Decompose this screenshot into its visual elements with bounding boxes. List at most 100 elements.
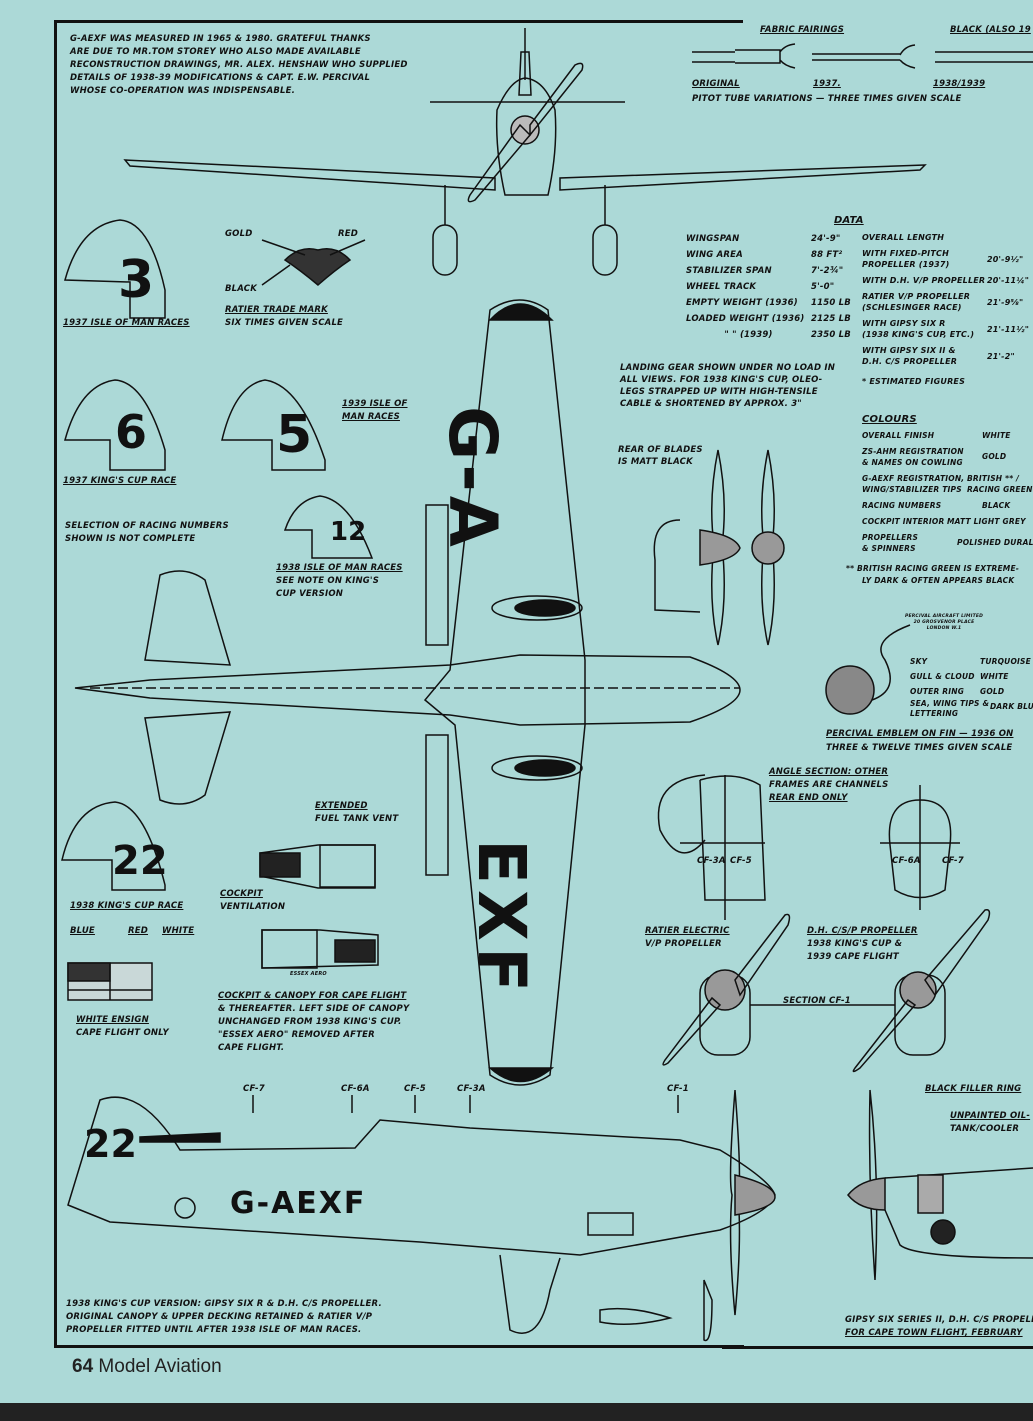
frame-label-cf7: CF-7 [942,856,964,866]
colour-label: COCKPIT INTERIOR [862,517,945,526]
caption-line: "ESSEX AERO" REMOVED AFTER [218,1030,375,1040]
colour-label: G-AEXF REGISTRATION, [862,474,965,483]
canopy-caption: COCKPIT & CANOPY FOR CAPE FLIGHT & THERE… [218,990,409,1055]
colour-value: BLACK [982,501,1011,510]
trademark-gold: GOLD [225,229,253,239]
caption-line: THREE & TWELVE TIMES GIVEN SCALE [826,743,1013,753]
colour-value: WHITE [982,431,1011,440]
length-title: OVERALL LENGTH [862,233,945,242]
page-footer: 64 Model Aviation [72,1356,222,1378]
caption-line: SEE NOTE ON KING'S [276,576,380,586]
blades-note: REAR OF BLADES IS MATT BLACK [618,444,703,468]
label-line: RATIER ELECTRIC [645,926,730,936]
intro-line: DETAILS OF 1938-39 MODIFICATIONS & CAPT.… [70,73,371,83]
data-label: (1938 KING'S CUP, ETC.) [862,330,975,339]
address-line: 20 GROSVENOR PLACE [913,620,975,625]
kings-cup-note: 1938 KING'S CUP VERSION: GIPSY SIX R & D… [66,1298,382,1337]
label-line: v/p PROPELLER [645,939,722,949]
note-line: ORIGINAL CANOPY & UPPER DECKING RETAINED… [66,1312,373,1322]
pitot-1938: 1938/1939 [933,79,986,89]
note-line: CABLE & SHORTENED BY APPROX. 3" [620,399,802,409]
colour-label: PROPELLERS [862,533,919,542]
station-cf5: CF-5 [404,1084,426,1094]
flag-blue-label: BLUE [70,926,95,936]
colour-label: WING/STABILIZER TIPS [862,485,962,494]
note-line: FRAMES ARE CHANNELS [769,780,889,790]
colour-value: MATT LIGHT GREY [947,517,1026,526]
pitot-caption: PITOT TUBE VARIATIONS — THREE TIMES GIVE… [692,94,962,104]
intro-line: RECONSTRUCTION DRAWINGS, MR. ALEX. HENSH… [70,60,408,70]
fin-caption-12: 1938 ISLE OF MAN RACES SEE NOTE ON KING'… [276,562,403,601]
data-value: 7'-2¾" [811,266,844,276]
data-label: WINGSPAN [686,234,740,244]
note-line: 1938 KING'S CUP VERSION: GIPSY SIX R & D… [66,1299,382,1309]
data-row: EMPTY WEIGHT (1936)1150 lb [686,295,851,311]
colour-value: POLISHED DURAL [957,538,1033,547]
emblem-label: GULL & CLOUD [910,672,975,681]
data-label: RATIER v/p PROPELLER [862,292,971,301]
fin-caption-5: 1939 ISLE OF MAN RACES [342,398,408,424]
station-cf1: CF-1 [667,1084,689,1094]
label-line: D.H. c/s/p PROPELLER [807,926,918,936]
data-value: 2350 lb [811,330,851,340]
note-line: SHOWN IS NOT COMPLETE [65,534,196,544]
data-value: 21'-2" [987,352,1015,361]
wing-registration-bottom: EXF [463,838,541,999]
fin-outlines [61,219,374,891]
data-row: WINGSPAN 24'-9" [686,231,851,247]
intro-line: G-AEXF WAS MEASURED IN 1965 & 1980. GRAT… [70,34,371,44]
top-view [74,299,741,1086]
propeller-side-view [653,449,785,646]
colours-note: ** BRITISH RACING GREEN IS EXTREME- LY D… [846,563,1019,587]
data-row: RATIER v/p PROPELLER(SCHLESINGER RACE)21… [862,291,1029,313]
emblem-value: WHITE [980,672,1009,681]
data-footnote: * ESTIMATED FIGURES [862,377,966,386]
note-line: PROPELLER FITTED UNTIL AFTER 1938 ISLE O… [66,1325,362,1335]
border-bottom-right [722,1346,1033,1349]
scan-edge [0,1403,1033,1421]
ratier-trademark [261,239,366,286]
ratier-prop-label: RATIER ELECTRIC v/p PROPELLER [645,925,730,951]
wing-registration-top: G-A [433,406,511,551]
data-row: STABILIZER SPAN 7'-2¾" [686,263,851,279]
fin-number-6: 6 [115,405,148,459]
colour-row: OVERALL FINISH WHITE [862,430,1033,441]
data-row: WITH GIPSY SIX II &D.H. c/s PROPELLER21'… [862,345,1029,367]
border-left [54,20,57,1347]
fin-caption-3: 1937 ISLE OF MAN RACES [63,318,190,328]
caption-line: 1938 ISLE OF MAN RACES [276,563,403,573]
data-value: 24'-9" [811,234,841,244]
intro-note: G-AEXF WAS MEASURED IN 1965 & 1980. GRAT… [70,33,408,98]
note-line: ** BRITISH RACING GREEN IS EXTREME- [846,564,1020,573]
data-value: 5'-0" [811,282,835,292]
caption-line: & THEREAFTER. LEFT SIDE OF CANOPY [218,1004,410,1014]
station-cf6a: CF-6A [341,1084,370,1094]
data-value: 20'-11¼" [987,276,1030,285]
emblem-row: GULL & CLOUD WHITE [910,669,1033,684]
caption-line: FOR CAPE TOWN FLIGHT, FEBRUARY [845,1328,1023,1338]
note-line: LY DARK & OFTEN APPEARS BLACK [862,576,1015,585]
note-line: ALL VIEWS. FOR 1938 KING'S CUP, OLEO- [620,375,823,385]
note-line: LEGS STRAPPED UP WITH HIGH-TENSILE [620,387,818,397]
data-label: D.H. c/s PROPELLER [862,357,958,366]
address-line: LONDON W.1 [926,626,962,631]
data-label: " " (1939) [724,330,773,340]
label-line: VENTILATION [220,902,286,912]
colour-row: G-AEXF REGISTRATION, WING/STABILIZER TIPS… [862,473,1033,495]
frame-label-cf3a: CF-3A [697,856,726,866]
data-label: WHEEL TRACK [686,282,757,292]
label-line: UNPAINTED OIL- [950,1111,1031,1121]
colour-label: OVERALL FINISH [862,431,935,440]
data-row: WHEEL TRACK 5'-0" [686,279,851,295]
caption-line: CAPE FLIGHT. [218,1043,285,1053]
colour-label: & NAMES ON COWLING [862,458,963,467]
dh-prop-label: D.H. c/s/p PROPELLER 1938 KING'S CUP & 1… [807,925,918,964]
data-label: WITH FIXED-PITCH [862,249,949,258]
data-label: STABILIZER SPAN [686,266,772,276]
